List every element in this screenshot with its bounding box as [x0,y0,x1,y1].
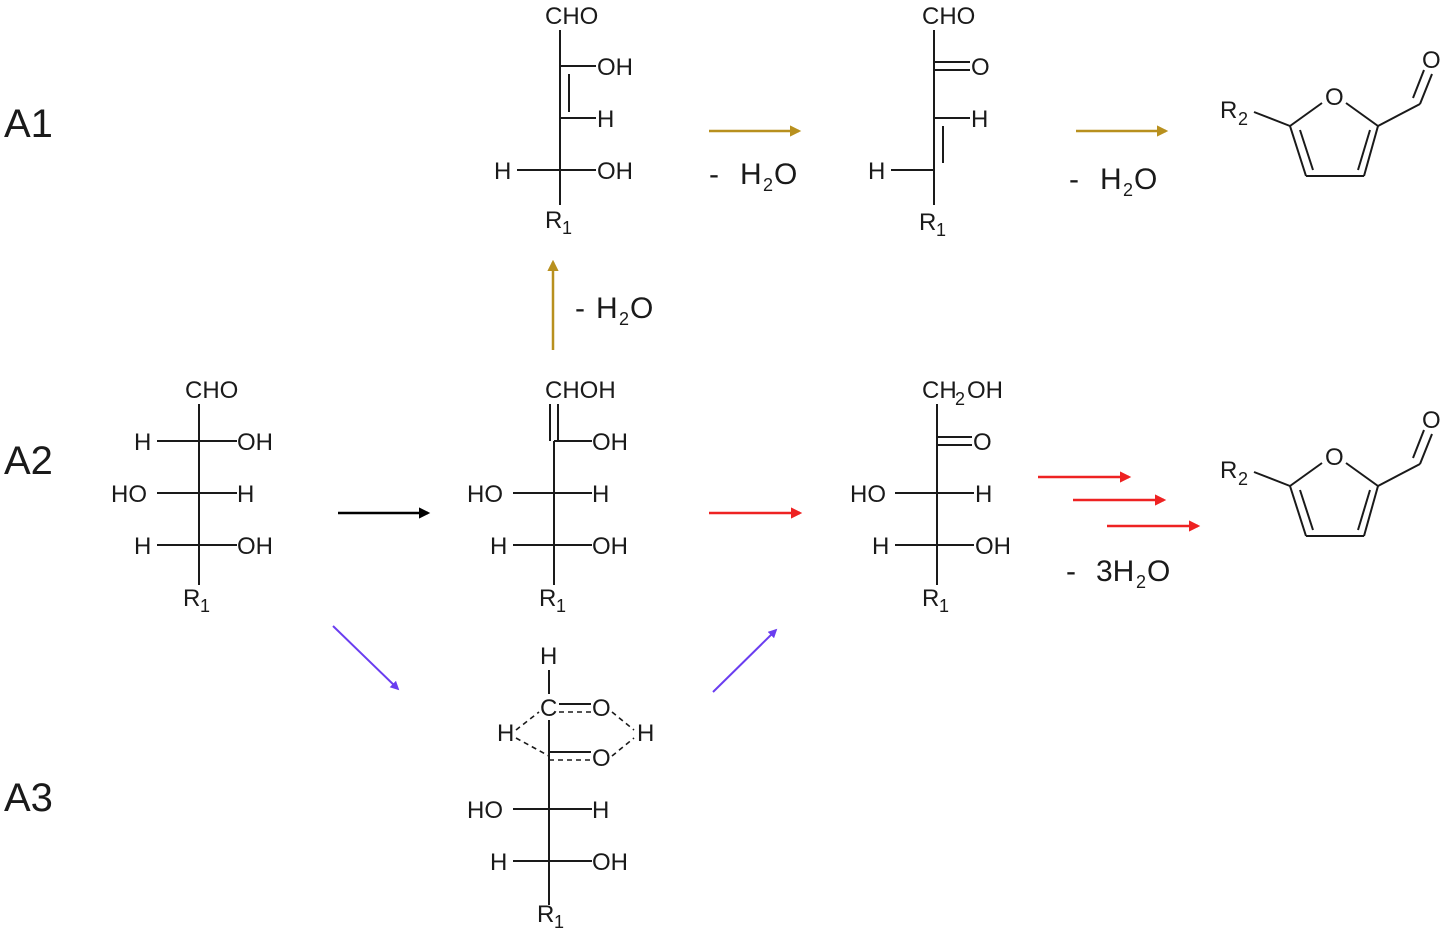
condition-sub: 2 [1123,180,1133,200]
atom-label: R [183,585,200,612]
subscript: 1 [556,596,566,616]
condition-sub: 2 [763,175,773,195]
atom-label: R [922,585,939,612]
atom-label: H [134,429,151,456]
condition-h: H [1100,163,1122,196]
subscript: 1 [936,220,946,240]
condition-minus: - [1066,555,1076,588]
condition-sub: 2 [619,309,629,329]
atom-label: OH [592,849,628,876]
atom-label: H [490,849,507,876]
atom-label: OH [597,158,633,185]
atom-label: R [539,585,556,612]
subscript: 2 [955,389,965,409]
subscript: 2 [1238,469,1248,489]
a2-furan-product: R 2 O O [1220,407,1441,537]
subscript: 1 [562,218,572,238]
a2-aldose-structure: CHO H OH HO H H OH R 1 [111,377,273,616]
atom-label: H [497,720,514,747]
a1-dicarbonyl-structure: CHO O H H R 1 [868,3,990,240]
route-label-a2: A2 [4,439,53,483]
atom-label: O [973,429,992,456]
condition-a1-step1-minus-water: - H 2 O [709,158,797,195]
atom-label: OH [597,54,633,81]
route-label-a3: A3 [4,776,53,820]
atom-label: CH [922,377,957,404]
condition-minus: - [575,292,585,325]
atom-label: H [134,533,151,560]
condition-h: H [596,292,618,325]
condition-3h: 3H [1096,555,1134,588]
atom-label: R [545,207,562,234]
atom-label: CHO [545,3,598,30]
route-label-a1: A1 [4,102,53,146]
atom-label: O [1422,47,1441,74]
condition-o: O [630,292,653,325]
atom-label: OH [975,533,1011,560]
subscript: 2 [1238,109,1248,129]
atom-label: R [1220,457,1237,484]
a3-hydride-shift-structure: H C O H H O HO H H OH R 1 [467,643,654,932]
atom-label: C [540,695,557,722]
atom-label: H [494,158,511,185]
atom-label: O [1325,84,1344,111]
subscript: 1 [200,596,210,616]
condition-o: O [1134,163,1157,196]
atom-label: OH [237,533,273,560]
atom-label: HO [111,481,147,508]
subscript: 1 [554,912,564,932]
condition-minus: - [709,158,719,191]
condition-h: H [740,158,762,191]
atom-label: R [919,209,936,236]
atom-label: H [237,481,254,508]
arrow-a3-up-purple [712,628,778,693]
a1-furan-product: R 2 O O [1220,47,1441,177]
atom-label: OH [237,429,273,456]
a2-enediol-structure: CHOH OH HO H H OH R 1 [467,377,628,616]
condition-minus: - [1069,163,1079,196]
atom-label: HO [850,481,886,508]
a2-ketose-structure: CH 2 OH O HO H H OH R 1 [850,377,1011,616]
atom-label: OH [592,533,628,560]
arrow-a3-down-purple [332,625,400,691]
atom-label: O [1325,444,1344,471]
atom-label: CHO [185,377,238,404]
atom-label: H [540,643,557,670]
a1-enol-structure: CHO OH H H OH R 1 [494,3,633,238]
atom-label: R [1220,97,1237,124]
atom-label: H [872,533,889,560]
atom-label: OH [967,377,1003,404]
condition-a1-step2-minus-water: - H 2 O [1069,163,1157,200]
atom-label: CHOH [545,377,616,404]
atom-label: OH [592,429,628,456]
atom-label: R [537,901,554,928]
atom-label: H [971,106,988,133]
condition-o: O [774,158,797,191]
condition-minus-three-water: - 3H 2 O [1066,555,1170,592]
atom-label: H [637,720,654,747]
atom-label: H [597,106,614,133]
condition-sub: 2 [1136,572,1146,592]
atom-label: H [592,481,609,508]
subscript: 1 [939,596,949,616]
atom-label: O [1422,407,1441,434]
atom-label: O [592,745,611,772]
atom-label: H [975,481,992,508]
atom-label: H [868,158,885,185]
condition-up-minus-water: - H 2 O [575,292,653,329]
atom-label: H [592,797,609,824]
atom-label: CHO [922,3,975,30]
atom-label: O [971,54,990,81]
atom-label: HO [467,481,503,508]
condition-o: O [1147,555,1170,588]
atom-label: HO [467,797,503,824]
atom-label: H [490,533,507,560]
atom-label: O [592,695,611,722]
